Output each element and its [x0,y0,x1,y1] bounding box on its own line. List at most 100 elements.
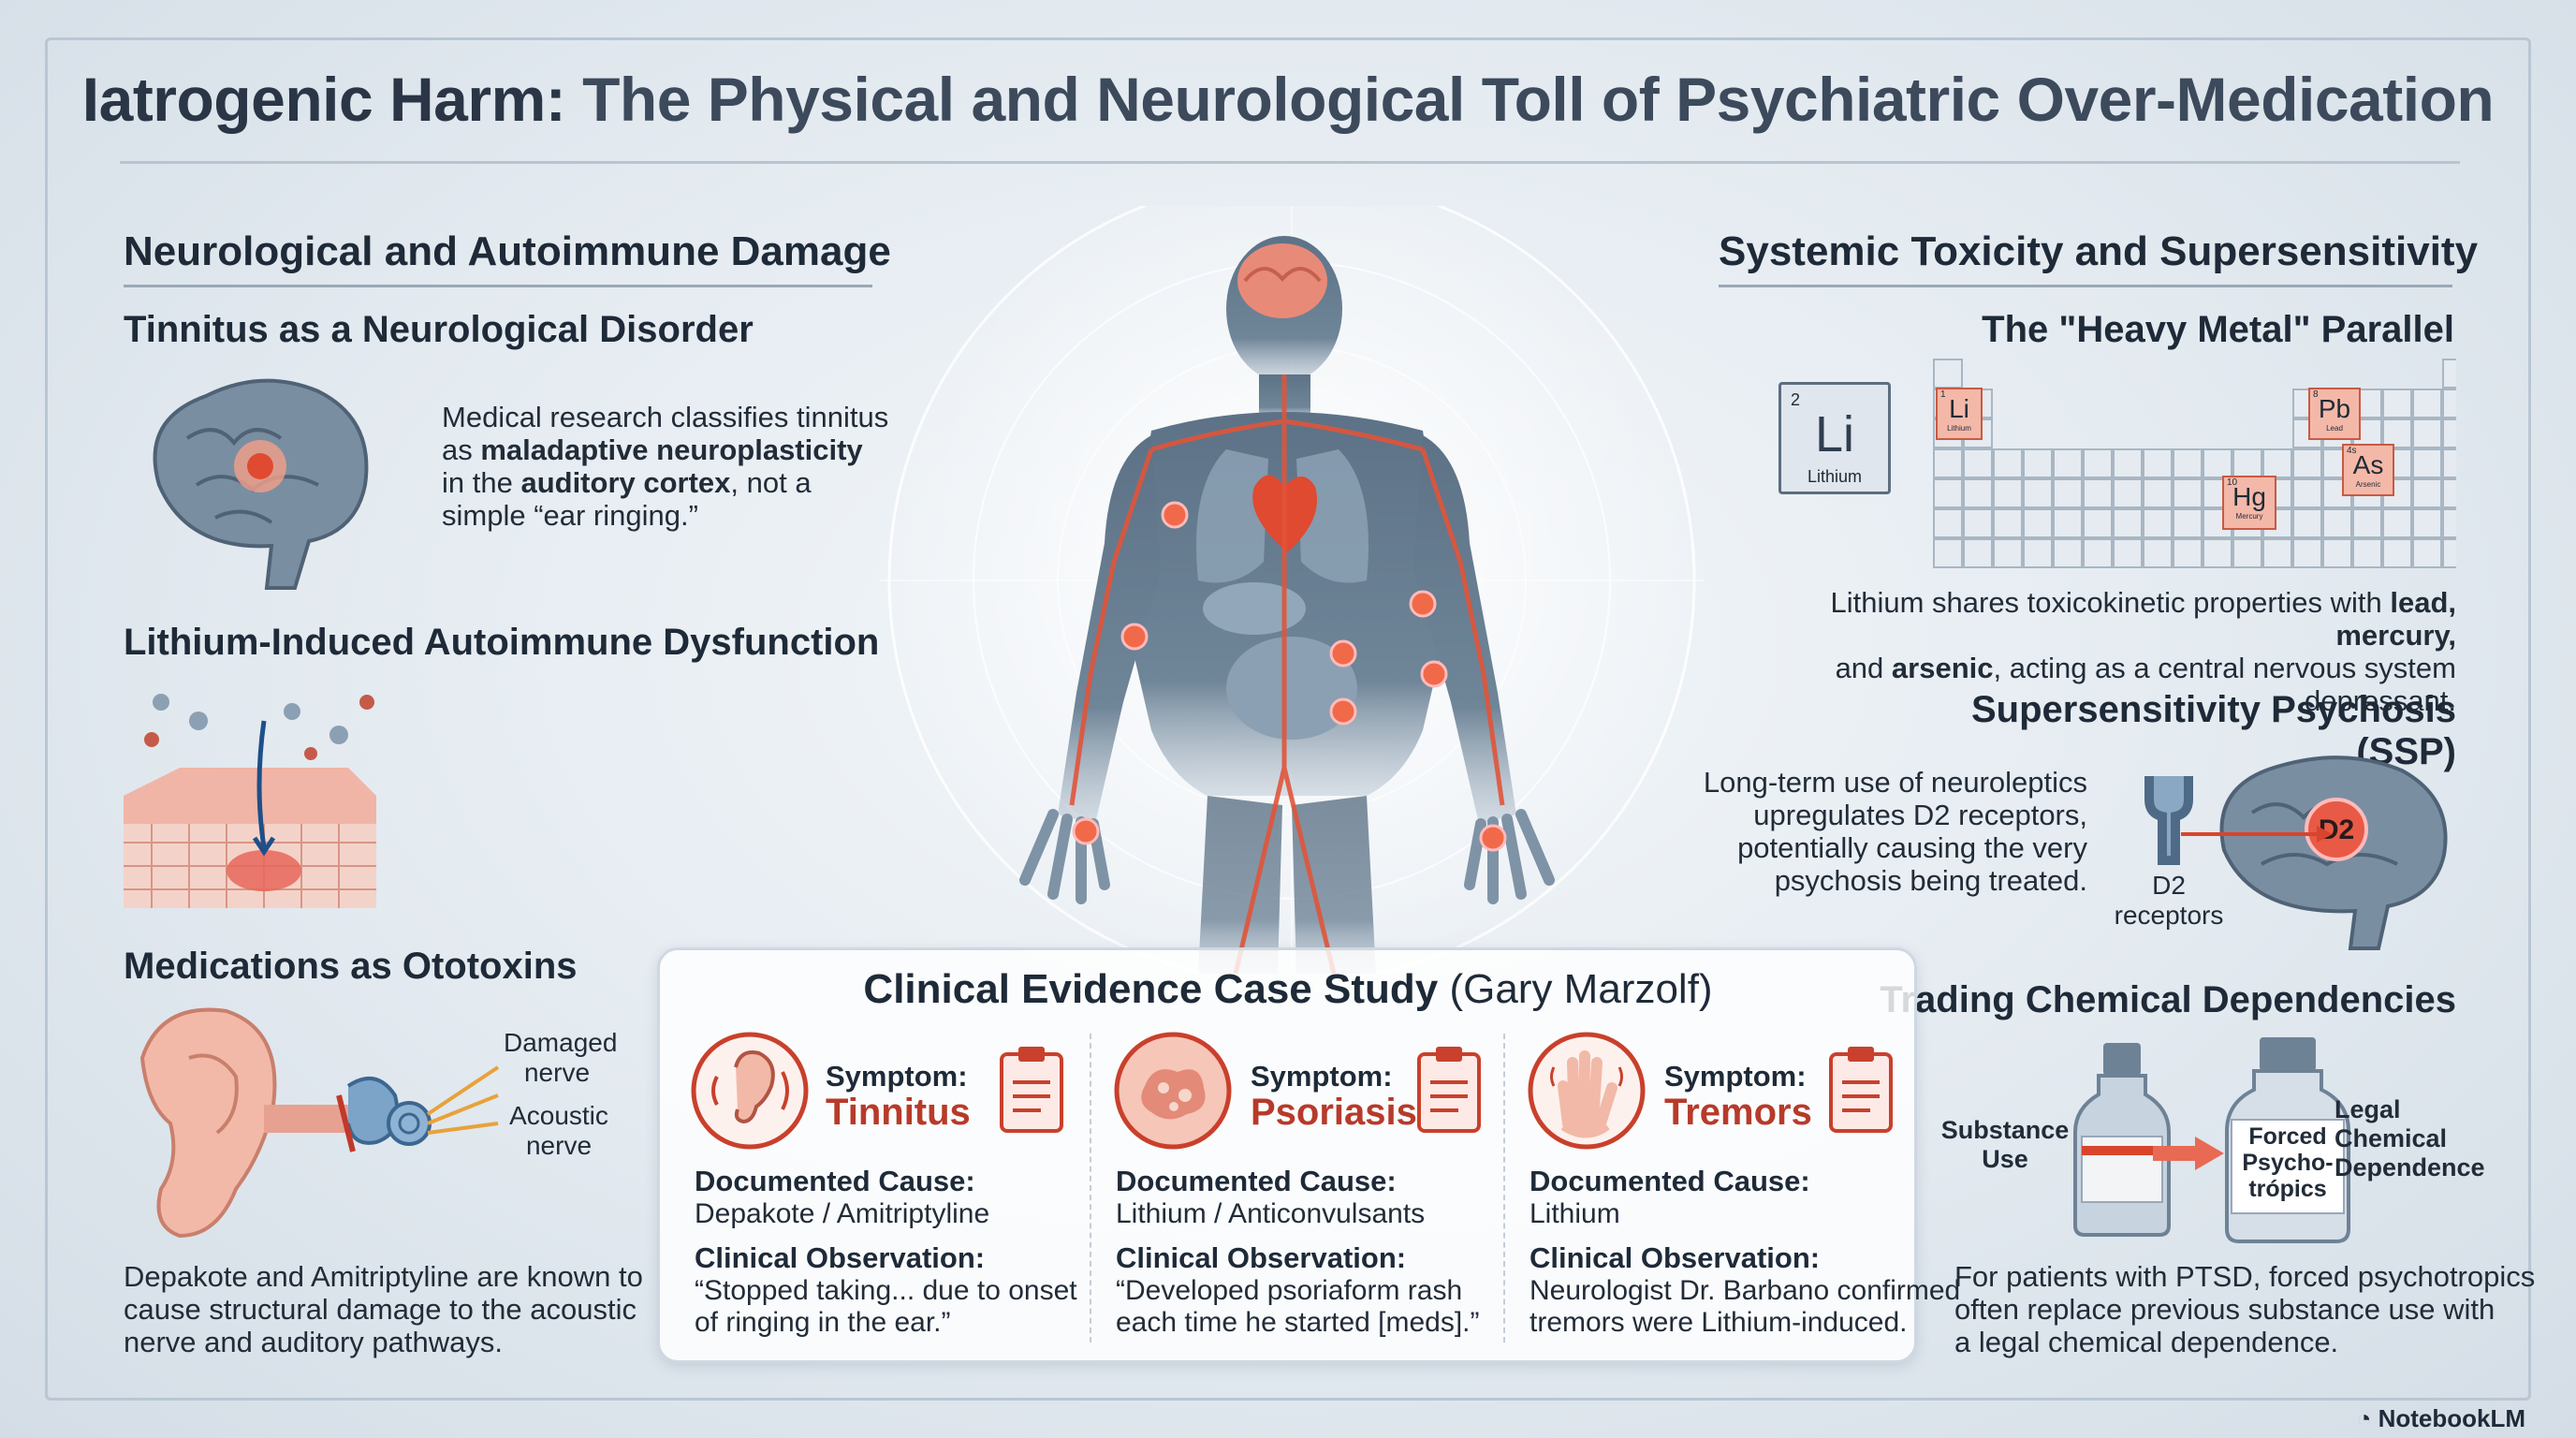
periodic-cell [2053,448,2083,478]
case-divider-1 [1090,1034,1091,1343]
receptor-label-2: receptors [2114,901,2224,930]
case-study-panel [657,947,1917,1363]
periodic-cell [1963,478,1993,508]
periodic-cell [2113,538,2143,568]
ototoxins-line-3: nerve and auditory pathways. [124,1326,503,1358]
periodic-cell [2412,508,2442,538]
case-divider-2 [1503,1034,1505,1343]
periodic-cell [2113,508,2143,538]
periodic-cell [2232,538,2262,568]
dependencies-line-3: a legal chemical dependence. [1954,1326,2339,1358]
periodic-cell [1933,538,1963,568]
periodic-cell [1933,448,1963,478]
obs-3: Neurologist Dr. Barbano confirmed tremor… [1530,1275,1960,1339]
heavy-metal-heading: The "Heavy Metal" Parallel [1982,309,2454,350]
substance-label-1: Substance [1940,1116,2070,1144]
element-hg-sym: Hg [2232,482,2266,511]
periodic-cell [2262,538,2292,568]
ototoxins-text: Depakote and Amitriptyline are known to … [124,1260,643,1358]
psychotropics-label: Forced Psycho- trópics [2233,1123,2342,1202]
legal-label-3: Dependence [2334,1153,2485,1181]
tinnitus-line-2b: maladaptive neuroplasticity [480,433,863,466]
receptor-label-1: D2 [2152,871,2186,900]
periodic-cell [1993,478,2023,508]
skin-cells-icon [124,694,376,908]
bottle-label-1: Forced [2248,1123,2327,1150]
ssp-line-2: upregulates D2 receptors, [1753,799,2087,831]
notebooklm-logo: ◔ NotebookLM [2357,1404,2525,1433]
substance-use-label: Substance Use [1932,1116,2078,1174]
element-li-num: 1 [1940,389,1946,400]
dependencies-line-2: often replace previous substance use wit… [1954,1293,2496,1326]
tinnitus-line-3: in the auditory cortex, not a [442,466,888,499]
periodic-cell [2382,508,2412,538]
periodic-cell [2442,389,2456,418]
periodic-cell [2083,508,2113,538]
periodic-cell [2412,448,2442,478]
periodic-cell [1933,478,1963,508]
symptom-label-2: Symptom: [1251,1060,1393,1093]
periodic-cell [2143,478,2173,508]
periodic-cell [2143,538,2173,568]
element-hg: 10 Hg Mercury [2222,476,2276,530]
periodic-cell [1963,448,1993,478]
periodic-cell [2083,478,2113,508]
cause-3: Lithium [1530,1198,1620,1229]
periodic-cell [2173,538,2203,568]
periodic-cell [2442,538,2456,568]
section-heading-systemic: Systemic Toxicity and Supersensitivity [1719,228,2479,274]
page-frame [45,37,2531,1401]
tinnitus-line-2a: as [442,433,481,466]
element-hg-name: Mercury [2235,512,2263,521]
hm-line-2b: arsenic [1891,652,1994,684]
hm-line-1a: Lithium shares toxicokinetic properties … [1830,586,2391,619]
ssp-arrow [2181,826,2333,843]
symptom-name-2: Psoriasis [1251,1092,1417,1133]
tinnitus-line-3a: in the [442,466,521,499]
branding-text: NotebookLM [2378,1404,2525,1432]
periodic-cell [1963,508,1993,538]
periodic-cell [2352,538,2382,568]
bottle-label-2: Psycho- [2242,1150,2334,1176]
obs-1-line-1: “Stopped taking... due to onset [695,1275,1077,1306]
periodic-cell [2143,508,2173,538]
case-study-title: Clinical Evidence Case Study (Gary Marzo… [0,966,2576,1013]
element-hg-num: 10 [2227,477,2238,488]
periodic-cell [2113,478,2143,508]
obs-label-2: Clinical Observation: [1116,1241,1407,1274]
periodic-cell [2442,359,2456,389]
clipboard-icon [1417,1047,1481,1133]
section-rule-left [124,285,872,287]
obs-2-line-2: each time he started [meds].” [1116,1307,1480,1338]
periodic-cell [1993,448,2023,478]
ssp-line-3: potentially causing the very [1737,831,2087,864]
lithium-autoimmune-heading: Lithium-Induced Autoimmune Dysfunction [124,622,880,663]
periodic-cell [1963,538,1993,568]
cause-2: Lithium / Anticonvulsants [1116,1198,1426,1229]
li-name: Lithium [1807,467,1863,486]
periodic-cell [2442,508,2456,538]
damaged-label: Damaged [504,1028,618,1057]
obs-label-3: Clinical Observation: [1530,1241,1821,1274]
periodic-cell [2023,538,2053,568]
clipboard-icon [1000,1047,1063,1133]
section-heading-neuro: Neurological and Autoimmune Damage [124,228,891,274]
receptor-label: D2 receptors [2100,871,2237,931]
periodic-cell [2083,538,2113,568]
periodic-cell [2412,478,2442,508]
heavy-metal-line-2: and arsenic, acting as a central nervous… [1704,652,2456,717]
ototoxins-line-2: cause structural damage to the acoustic [124,1293,637,1326]
periodic-cell [2113,448,2143,478]
symptom-name-1: Tinnitus [826,1092,971,1133]
element-li-sym: Li [1949,394,1969,423]
title-accent: Iatrogenic Harm: [81,65,566,134]
dependencies-heading: Trading Chemical Dependencies [1880,979,2456,1020]
substance-label-2: Use [1982,1145,2028,1173]
bottle-icon-substance [2073,1043,2171,1237]
tinnitus-heading: Tinnitus as a Neurological Disorder [124,309,754,350]
legal-label-2: Chemical [2334,1124,2448,1152]
periodic-cell [2262,448,2292,478]
element-li: 1 Li Lithium [1936,388,1983,440]
periodic-cell [2322,508,2352,538]
element-pb-name: Lead [2326,424,2343,433]
